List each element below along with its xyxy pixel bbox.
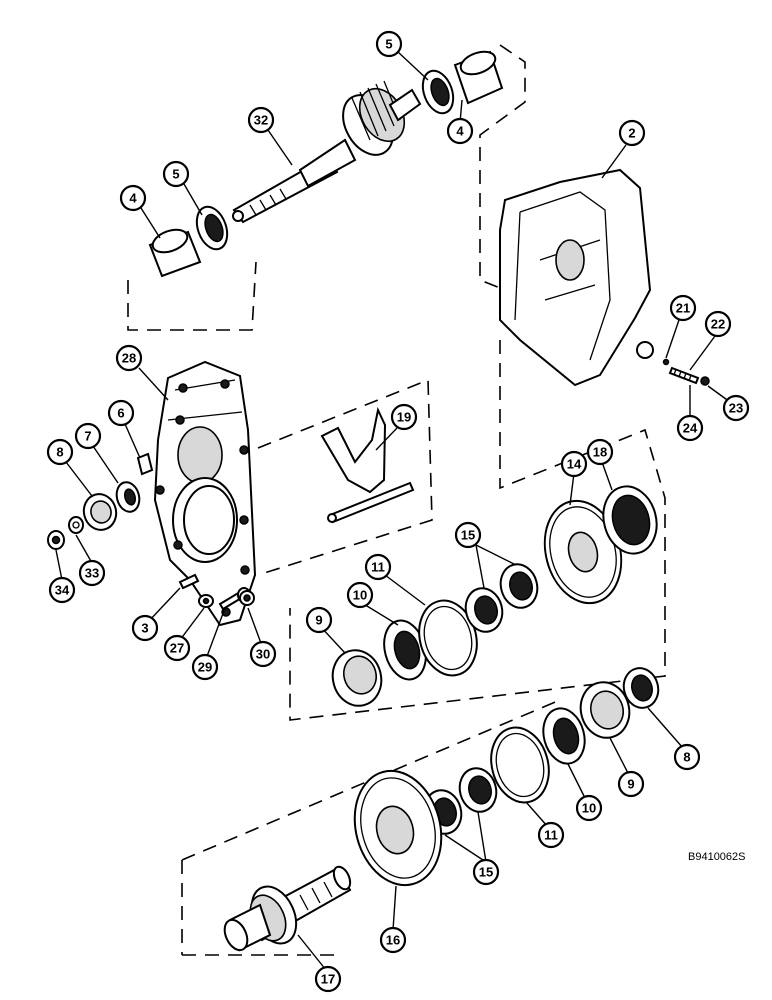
- svg-text:11: 11: [544, 828, 558, 843]
- callout-15-lower: 15: [472, 858, 500, 886]
- callout-10-middle: 10: [346, 581, 374, 609]
- svg-text:33: 33: [85, 566, 99, 581]
- svg-text:16: 16: [386, 933, 400, 948]
- left-small-parts: [47, 452, 154, 550]
- svg-text:15: 15: [479, 865, 493, 880]
- callout-2: 2: [618, 119, 646, 147]
- callout-9-lower: 9: [617, 770, 645, 798]
- svg-text:8: 8: [683, 750, 690, 765]
- lower-output-shaft: [223, 865, 352, 952]
- svg-text:19: 19: [397, 410, 411, 425]
- svg-text:11: 11: [371, 560, 385, 575]
- callout-27: 27: [163, 634, 191, 662]
- svg-text:32: 32: [254, 113, 268, 128]
- callout-15-middle: 15: [454, 521, 482, 549]
- svg-text:9: 9: [627, 777, 634, 792]
- svg-text:10: 10: [582, 801, 596, 816]
- callout-18: 18: [586, 438, 614, 466]
- upper-input-shaft: [232, 80, 422, 224]
- leader-lines: [55, 51, 731, 971]
- callout-4-upper: 4: [446, 117, 474, 145]
- svg-text:2: 2: [628, 126, 635, 141]
- svg-text:17: 17: [321, 972, 335, 987]
- callout-23: 23: [722, 394, 750, 422]
- callout-30: 30: [249, 640, 277, 668]
- callout-9-middle: 9: [305, 606, 333, 634]
- transfer-housing: [499, 168, 654, 387]
- svg-text:15: 15: [461, 528, 475, 543]
- callout-32: 32: [247, 106, 275, 134]
- plate-hardware: [178, 573, 255, 611]
- intermediate-group-outline: [289, 340, 666, 721]
- callout-3: 3: [131, 614, 159, 642]
- callouts: 5 4 32 5 4 2 21 22 23 24 28 19 6 7 8 14 …: [46, 30, 750, 993]
- svg-text:10: 10: [353, 588, 367, 603]
- svg-text:29: 29: [198, 660, 212, 675]
- callout-28: 28: [115, 344, 143, 372]
- svg-text:21: 21: [676, 301, 690, 316]
- svg-text:7: 7: [84, 429, 91, 444]
- svg-text:6: 6: [117, 406, 124, 421]
- callout-4-left: 4: [119, 184, 147, 212]
- svg-text:8: 8: [56, 445, 63, 460]
- intermediate-gear-group: [331, 485, 658, 707]
- callout-5-upper: 5: [375, 30, 403, 58]
- callout-34: 34: [48, 576, 76, 604]
- callout-21: 21: [669, 294, 697, 322]
- svg-text:14: 14: [567, 457, 582, 472]
- callout-6: 6: [107, 399, 135, 427]
- callout-11-lower: 11: [537, 821, 565, 849]
- fork-outline: [257, 378, 433, 576]
- lower-gear-group: [353, 667, 660, 887]
- svg-text:23: 23: [729, 401, 743, 416]
- svg-text:27: 27: [170, 641, 184, 656]
- svg-text:3: 3: [141, 621, 148, 636]
- callout-11-middle: 11: [364, 553, 392, 581]
- callout-10-lower: 10: [575, 794, 603, 822]
- callout-24: 24: [676, 414, 704, 442]
- callout-19: 19: [390, 403, 418, 431]
- svg-text:24: 24: [683, 421, 698, 436]
- svg-text:4: 4: [456, 124, 464, 139]
- housing-bolt-set: [662, 358, 710, 386]
- callout-8-left: 8: [46, 438, 74, 466]
- upper-shaft-outline: [127, 44, 526, 331]
- svg-text:5: 5: [172, 167, 179, 182]
- svg-text:9: 9: [315, 613, 322, 628]
- svg-text:22: 22: [711, 317, 725, 332]
- callout-29: 29: [191, 653, 219, 681]
- svg-text:30: 30: [256, 647, 270, 662]
- upper-bearings: [148, 50, 504, 278]
- callout-7: 7: [74, 422, 102, 450]
- callout-5-left: 5: [162, 160, 190, 188]
- drawing-reference-code: B9410062S: [688, 851, 746, 863]
- callout-16: 16: [379, 926, 407, 954]
- svg-text:34: 34: [55, 583, 70, 598]
- assembly-outlines: [127, 44, 666, 956]
- callout-14: 14: [560, 450, 588, 478]
- callout-8-right: 8: [673, 743, 701, 771]
- callout-17: 17: [314, 965, 342, 993]
- svg-text:28: 28: [122, 351, 136, 366]
- cover-plate: [153, 360, 257, 627]
- callout-33: 33: [78, 559, 106, 587]
- callout-22: 22: [704, 310, 732, 338]
- shift-fork: [320, 406, 415, 524]
- svg-text:18: 18: [593, 445, 607, 460]
- svg-text:4: 4: [129, 191, 137, 206]
- svg-text:5: 5: [385, 37, 392, 52]
- lower-shaft-outline: [181, 699, 561, 956]
